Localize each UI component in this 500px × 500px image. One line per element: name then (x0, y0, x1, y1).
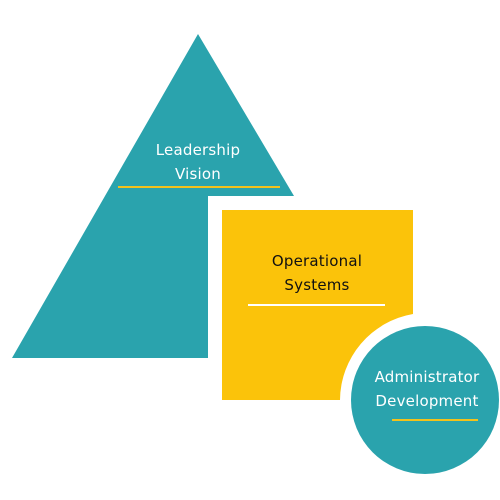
leadership-vision-label: Leadership Vision (138, 138, 258, 186)
leadership-line-2: Vision (175, 165, 221, 183)
administrator-line-2: Development (375, 392, 479, 410)
operational-systems-label: Operational Systems (252, 249, 382, 297)
administrator-circle (351, 326, 499, 474)
leadership-triangle (12, 34, 294, 358)
leadership-line-1: Leadership (155, 141, 241, 159)
operational-line-2: Systems (284, 276, 350, 294)
administrator-line-1: Administrator (374, 368, 480, 386)
administrator-development-label: Administrator Development (364, 365, 490, 413)
operational-line-1: Operational (271, 252, 363, 270)
